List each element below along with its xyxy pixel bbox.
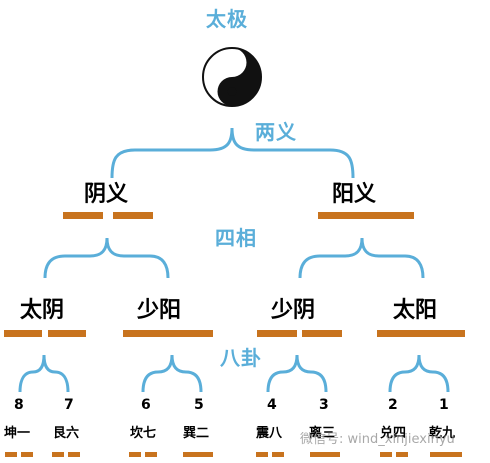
bar-taiyin-1 (4, 330, 42, 337)
trigram-number: 1 (439, 397, 449, 413)
trigram-name: 兑四 (380, 426, 407, 441)
trigram-name: 坤一 (4, 426, 31, 441)
trigram-number: 4 (267, 397, 277, 413)
trigram-name: 离三 (309, 426, 336, 441)
trigram-name: 巽二 (183, 426, 210, 441)
trigram-name: 震八 (256, 426, 283, 441)
node-shaoyang: 少阳 (137, 298, 182, 323)
level-label-liangyi: 两义 (255, 120, 297, 144)
yin-yang-icon (202, 47, 262, 107)
trigram-name: 艮六 (53, 426, 80, 441)
trigram-number: 8 (14, 397, 24, 413)
trigram-name: 坎七 (130, 426, 157, 441)
trigram-name: 乾九 (429, 426, 456, 441)
trigram-number: 7 (64, 397, 74, 413)
trigram-number: 2 (388, 397, 398, 413)
watermark: 微信号: wind_xinjiexinyu (300, 432, 455, 447)
trigram-number: 6 (141, 397, 151, 413)
bar-shaoyin-1 (257, 330, 297, 337)
level-label-sixiang: 四相 (215, 226, 257, 250)
node-taiyang: 太阳 (393, 298, 438, 323)
brace-liangyi (110, 127, 355, 179)
bar-shaoyin-2 (302, 330, 342, 337)
bar-yang (318, 212, 414, 219)
node-yang: 阳义 (332, 182, 377, 207)
brace-bagua-4 (388, 354, 450, 393)
brace-sixiang-left (43, 237, 170, 279)
node-yin: 阴义 (84, 182, 129, 207)
bar-taiyang (377, 330, 465, 337)
bar-yin-right (113, 212, 153, 219)
level-label-taiji: 太极 (206, 7, 248, 31)
brace-bagua-3 (266, 354, 328, 393)
bar-shaoyang (123, 330, 213, 337)
brace-bagua-2 (141, 354, 203, 393)
brace-bagua-1 (18, 354, 70, 393)
node-shaoyin: 少阴 (271, 298, 316, 323)
level-label-bagua: 八卦 (220, 346, 262, 370)
trigram-number: 3 (319, 397, 329, 413)
bagua-bars (5, 452, 462, 457)
trigram-number: 5 (194, 397, 204, 413)
brace-sixiang-right (298, 237, 425, 279)
node-taiyin: 太阴 (20, 298, 65, 323)
bar-taiyin-2 (48, 330, 86, 337)
bar-yin-left (63, 212, 103, 219)
